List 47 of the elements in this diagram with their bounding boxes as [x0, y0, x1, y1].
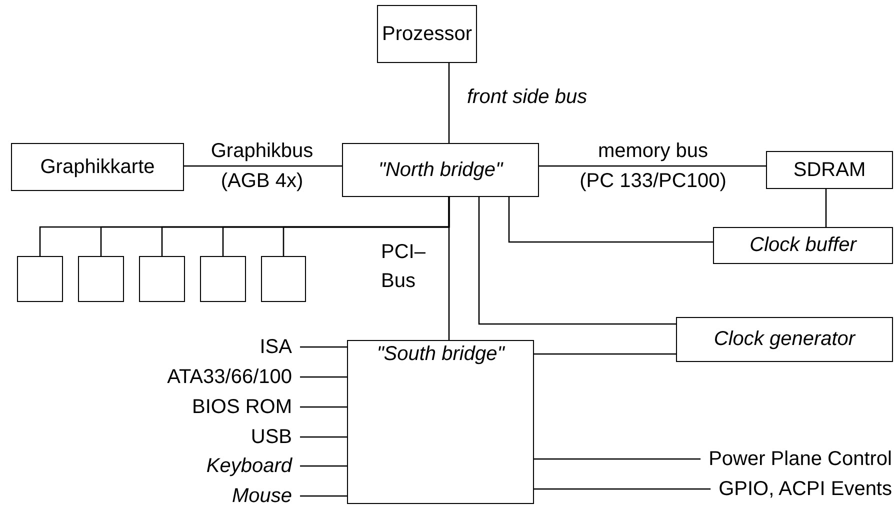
bus-line	[282, 197, 450, 256]
bus-line	[300, 406, 347, 408]
signal-label: Mouse	[150, 484, 300, 508]
bus-line	[300, 436, 347, 438]
edge-label: Graphikbus (AGB 4x)	[210, 139, 314, 194]
signal-label: ATA33/66/100	[100, 365, 300, 389]
component-label: Prozessor	[382, 22, 472, 46]
bus-line	[478, 197, 676, 325]
component-box	[713, 227, 893, 264]
signal-label: Power Plane Control	[700, 447, 892, 471]
component-box	[766, 151, 893, 189]
component-box	[11, 143, 184, 191]
component-label: Clock buffer	[750, 234, 856, 257]
component-label: SDRAM	[793, 158, 866, 182]
bus-line	[534, 488, 711, 490]
bus-line	[534, 353, 676, 355]
bus-line	[300, 465, 347, 467]
bus-line	[300, 346, 347, 348]
bus-line	[448, 63, 450, 143]
slot-box	[200, 256, 246, 302]
slot-box	[17, 256, 63, 302]
signal-label: USB	[150, 425, 300, 449]
signal-label: BIOS ROM	[150, 395, 300, 419]
edge-label: memory bus (PC 133/PC100)	[578, 139, 728, 194]
edge-label: PCI– Bus	[381, 240, 426, 294]
bus-line	[508, 197, 713, 243]
edge-label: front side bus	[467, 85, 588, 110]
bus-line	[300, 495, 347, 497]
slot-box	[139, 256, 185, 302]
component-label: "South bridge"	[376, 343, 504, 366]
component-box	[347, 340, 534, 504]
slot-box	[78, 256, 124, 302]
bus-line	[184, 165, 342, 167]
component-label: "North bridge"	[378, 158, 503, 182]
bus-line	[534, 458, 701, 460]
component-label: Graphikkarte	[40, 156, 155, 178]
signal-label: GPIO, ACPI Events	[710, 477, 892, 501]
component-box	[676, 317, 893, 362]
slot-box	[261, 256, 306, 302]
bus-line	[300, 376, 347, 378]
bus-line	[825, 189, 827, 227]
signal-label: ISA	[150, 335, 300, 359]
component-box	[377, 5, 477, 63]
signal-label: Keyboard	[150, 454, 300, 478]
bus-line	[539, 165, 766, 167]
component-box	[342, 143, 539, 197]
component-label: Clock generator	[714, 328, 856, 351]
